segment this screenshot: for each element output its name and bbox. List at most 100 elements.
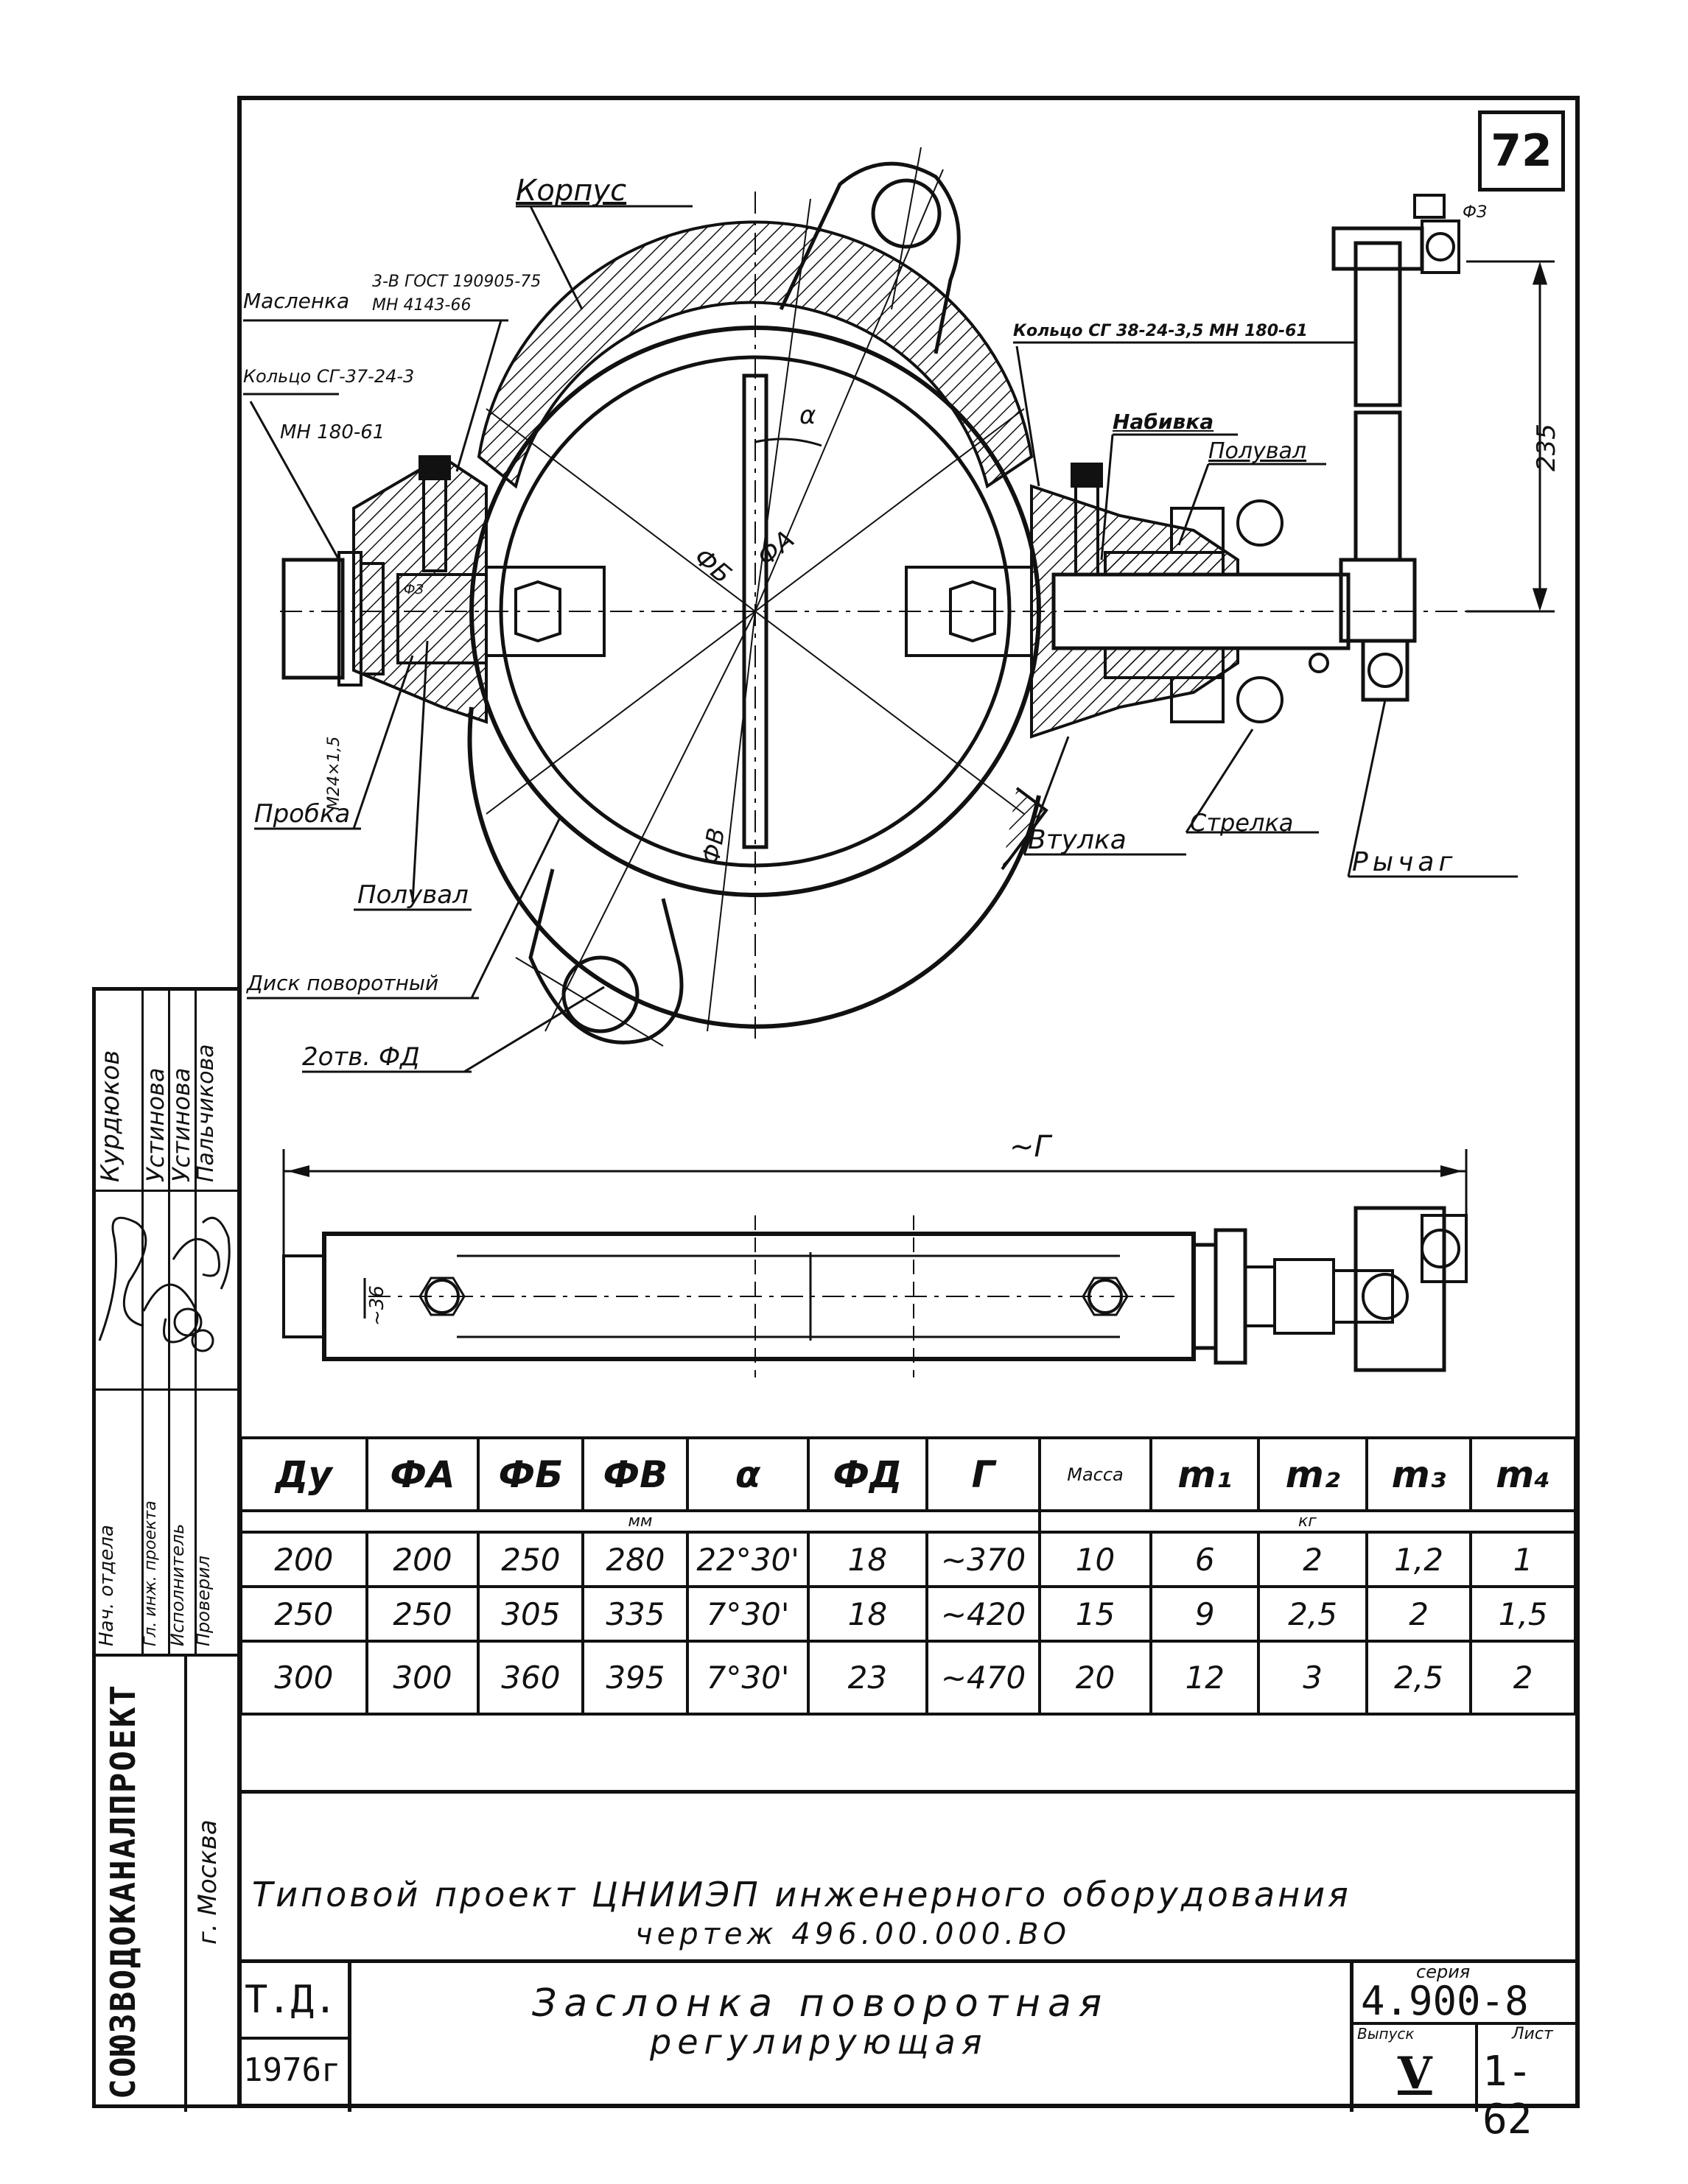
cell: 300	[365, 1640, 480, 1716]
org-name: СОЮЗВОДОКАНАЛПРОЕКТ	[103, 1683, 143, 2099]
label-rychag: Рычаг	[1352, 847, 1457, 877]
label-dim-G: ~Г	[1009, 1130, 1053, 1164]
table-row: 250 250 305 335 7°30' 18 ~420 15 9 2,5 2…	[239, 1585, 1577, 1643]
side-view	[282, 1149, 1468, 1377]
cell: 9	[1149, 1585, 1261, 1643]
cell: 18	[806, 1585, 929, 1643]
table-row: 300 300 360 395 7°30' 23 ~470 20 12 3 2,…	[239, 1640, 1577, 1716]
cell: 15	[1037, 1585, 1153, 1643]
label-vtulka: Втулка	[1028, 825, 1127, 855]
table-unit-row: мм кг	[239, 1509, 1577, 1534]
cell: 280	[581, 1531, 690, 1588]
label-phiB: ФБ	[688, 542, 737, 589]
drawing-frame	[237, 96, 1580, 2108]
cell: 335	[581, 1585, 690, 1643]
cell: 395	[581, 1640, 690, 1716]
label-strelka: Стрелка	[1190, 809, 1294, 837]
cell: 1,5	[1469, 1585, 1577, 1643]
cell: ~470	[925, 1640, 1041, 1716]
staff-name-2: Устинова	[141, 1067, 169, 1183]
label-bolt-right: ФЗ	[1463, 203, 1487, 222]
project-line-2: чертеж 496.00.000.ВО	[635, 1917, 1071, 1951]
label-dim-36: ~36	[366, 1285, 388, 1326]
col-phiA: ФА	[365, 1436, 480, 1512]
cell: 250	[365, 1585, 480, 1643]
cell: 360	[477, 1640, 585, 1716]
label-poluval-right: Полувал	[1208, 438, 1307, 464]
td-label: Т.Д.	[245, 1978, 337, 2022]
label-bolt-left: ФЗ	[404, 582, 424, 597]
unit-kg: кг	[1037, 1509, 1577, 1534]
col-phiV: ФВ	[581, 1436, 690, 1512]
cell: 200	[365, 1531, 480, 1588]
cell: 7°30'	[686, 1585, 810, 1643]
vypusk-value: V	[1398, 2048, 1432, 2099]
label-alpha: α	[799, 401, 816, 430]
staff-role-1: Нач. отдела	[96, 1525, 118, 1646]
label-holes: 2отв. ФД	[302, 1042, 420, 1072]
year-label: 1976г	[243, 2051, 341, 2089]
label-nabivka: Набивка	[1113, 410, 1214, 434]
table-header-row: Ду ФА ФБ ФВ α ФД Г Масса m₁ m₂ m₃ m₄	[239, 1436, 1577, 1512]
col-du: Ду	[239, 1436, 368, 1512]
col-phiB: ФБ	[477, 1436, 585, 1512]
spec-table: Ду ФА ФБ ФВ α ФД Г Масса m₁ m₂ m₃ m₄ мм …	[239, 1436, 1577, 1716]
list-label: Лист	[1512, 2025, 1553, 2043]
col-m4: m₄	[1469, 1436, 1577, 1512]
drawing-title-2: регулирующая	[650, 2022, 988, 2062]
unit-mm: мм	[239, 1509, 1041, 1534]
list-value: 1-62	[1482, 2048, 1533, 2143]
cell: 2	[1365, 1585, 1473, 1643]
cell: 250	[239, 1585, 368, 1643]
label-thread: М24×1,5	[325, 737, 343, 810]
table-row: 200 200 250 280 22°30' 18 ~370 10 6 2 1,…	[239, 1531, 1577, 1588]
col-m1: m₁	[1149, 1436, 1261, 1512]
label-poluval-bottom: Полувал	[357, 880, 469, 910]
cell: 305	[477, 1585, 585, 1643]
staff-name-4: Пальчикова	[193, 1044, 219, 1182]
staff-name-3: Устинова	[167, 1067, 195, 1183]
cell: ~370	[925, 1531, 1041, 1588]
cell: 2	[1469, 1640, 1577, 1716]
label-maslenka: Масленка	[243, 289, 350, 313]
cell: 2,5	[1365, 1640, 1473, 1716]
cell: 6	[1149, 1531, 1261, 1588]
staff-role-3: Исполнитель	[167, 1523, 188, 1646]
seria-value: 4.900-8	[1361, 1978, 1529, 2024]
right-hub	[1030, 463, 1351, 739]
cell: 250	[477, 1531, 585, 1588]
label-maslenka-gost: 3-В ГОСТ 190905-75	[372, 273, 542, 291]
cell: 300	[239, 1640, 368, 1716]
label-koltso-right: Кольцо СГ 38-24-3,5 МН 180-61	[1013, 322, 1308, 340]
label-phiV: ФВ	[696, 826, 730, 866]
vypusk-label: Выпуск	[1357, 2025, 1415, 2043]
label-probka: Пробка	[254, 799, 351, 829]
col-phiD: ФД	[806, 1436, 929, 1512]
label-phiA: ФА	[752, 524, 800, 572]
lever	[1331, 194, 1460, 702]
cell: ~420	[925, 1585, 1041, 1643]
drawing-title-1: Заслонка поворотная	[532, 1981, 1110, 2026]
cell: 12	[1149, 1640, 1261, 1716]
cell: 200	[239, 1531, 368, 1588]
sheet-number: 72	[1491, 125, 1552, 177]
cell: 10	[1037, 1531, 1153, 1588]
label-mn-left: МН 180-61	[280, 421, 385, 443]
cell: 7°30'	[686, 1640, 810, 1716]
top-lug	[779, 161, 961, 354]
seria-label: серия	[1416, 1962, 1471, 1982]
cell: 2	[1257, 1531, 1368, 1588]
cell: 18	[806, 1531, 929, 1588]
sheet-number-box: 72	[1478, 110, 1565, 192]
label-disk: Диск поворотный	[247, 971, 439, 995]
col-m3: m₃	[1365, 1436, 1473, 1512]
project-line-1: Типовой проект ЦНИИЭП инженерного оборуд…	[252, 1875, 1351, 1914]
col-G: Г	[925, 1436, 1041, 1512]
col-mass: Масса	[1037, 1436, 1153, 1512]
signatures	[98, 1216, 231, 1352]
cell: 2,5	[1257, 1585, 1368, 1643]
cell: 23	[806, 1640, 929, 1716]
cell: 3	[1257, 1640, 1368, 1716]
col-m2: m₂	[1257, 1436, 1368, 1512]
